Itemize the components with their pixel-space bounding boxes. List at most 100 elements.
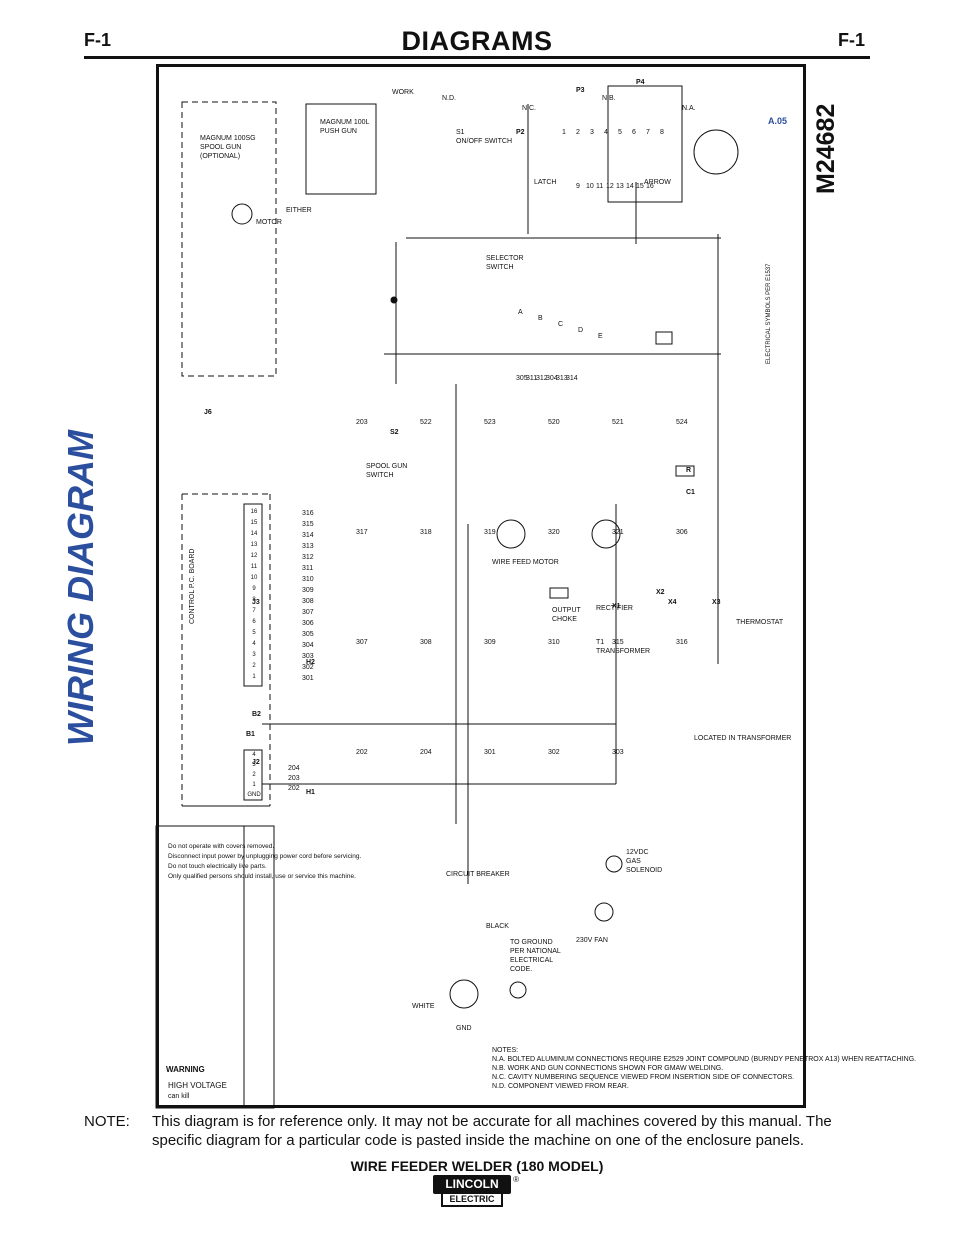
selector-switch-label: SWITCH	[486, 264, 514, 271]
connector-j3-label: J3	[252, 599, 260, 606]
wire-number: 303	[612, 749, 624, 756]
warning-hazard: HIGH VOLTAGE	[168, 1081, 227, 1090]
connector-p2-label: P2	[516, 129, 525, 136]
j2-wire: 202	[288, 785, 300, 792]
fan-label: 230V FAN	[576, 937, 608, 944]
j3-pin: 6	[252, 619, 256, 625]
connector-j6-label: J6	[204, 409, 212, 416]
wire-number: 524	[676, 419, 688, 426]
j3-wire: 311	[302, 565, 313, 572]
j3-wire: 301	[302, 675, 314, 682]
j3-wire: 302	[302, 664, 314, 671]
j3-wire: 314	[302, 532, 314, 539]
note-label: NOTE:	[84, 1113, 130, 1130]
wire-number: 318	[420, 529, 432, 536]
spool-gun-switch-label: SPOOL GUN	[366, 463, 407, 470]
diagram-title: WIRING DIAGRAM	[60, 430, 101, 746]
wire-number: 319	[484, 529, 496, 536]
black-wire-label: BLACK	[486, 923, 509, 930]
j3-wire: 312	[302, 554, 314, 561]
diagram-note: N.C. CAVITY NUMBERING SEQUENCE VIEWED FR…	[492, 1074, 794, 1081]
spool-gun-label: MAGNUM 100SG	[200, 135, 256, 142]
j2-wire: 203	[288, 775, 300, 782]
connector-x4-label: X4	[668, 599, 677, 606]
selector-switch-label: SELECTOR	[486, 255, 524, 262]
p3-pin: 14	[626, 183, 634, 190]
solenoid-label: SOLENOID	[626, 867, 662, 874]
j3-wire: 305	[302, 631, 314, 638]
connector-j2-label: J2	[252, 759, 260, 766]
contact-label: N.B.	[602, 95, 616, 102]
ground-note-label: PER NATIONAL	[510, 948, 561, 955]
solenoid-label: GAS	[626, 858, 641, 865]
located-in-transformer-label: LOCATED IN TRANSFORMER	[694, 735, 791, 742]
j2-pin: GND	[247, 792, 261, 798]
p3-pin: 16	[646, 183, 654, 190]
rectifier-label: RECTIFIER	[596, 605, 633, 612]
model-title: WIRE FEEDER WELDER (180 MODEL)	[350, 1158, 604, 1174]
contact-label: N.C.	[522, 105, 536, 112]
connector-b1-label: B1	[246, 731, 255, 738]
p3-pin: 15	[636, 183, 644, 190]
connector-c1-label: C1	[686, 489, 695, 496]
wire-number: 520	[548, 419, 560, 426]
contact-label: N.D.	[442, 95, 456, 102]
j3-pin: 16	[251, 509, 258, 515]
revision-label: A.05	[768, 116, 787, 126]
arrow-label: ARROW	[644, 179, 671, 186]
connector-b2-label: B2	[252, 711, 261, 718]
j3-pin: 5	[252, 630, 256, 636]
j3-wire: 306	[302, 620, 314, 627]
push-gun-label: MAGNUM 100L	[320, 119, 370, 126]
connector-h2-label: H2	[306, 659, 315, 666]
ground-note-label: ELECTRICAL	[510, 957, 553, 964]
p4-wire: 313	[556, 375, 568, 382]
p4-wire: 311	[526, 375, 537, 382]
symbols-note: ELECTRICAL SYMBOLS PER E1537	[766, 263, 772, 364]
j3-wire: 315	[302, 521, 314, 528]
transformer-label: TRANSFORMER	[596, 648, 650, 655]
j3-pin: 9	[252, 586, 256, 592]
j3-pin: 15	[251, 520, 258, 526]
connector-r-label: R	[686, 467, 691, 474]
on-off-switch-label: S1	[456, 129, 465, 136]
selector-position: B	[538, 315, 543, 322]
spool-gun-switch-label: SWITCH	[366, 472, 394, 479]
connector-s2-label: S2	[390, 429, 399, 436]
wire-number: 202	[356, 749, 368, 756]
logo-brand: LINCOLN	[433, 1175, 511, 1194]
page-number-right: F-1	[838, 30, 865, 50]
lincoln-electric-logo: LINCOLN ELECTRIC ®	[433, 1175, 519, 1207]
wire-feed-motor-label: WIRE FEED MOTOR	[492, 559, 559, 566]
j2-pin: 4	[252, 752, 256, 758]
wire-number: 522	[420, 419, 432, 426]
j3-wire: 313	[302, 543, 314, 550]
wire-number: 523	[484, 419, 496, 426]
work-label: WORK	[392, 89, 414, 96]
j2-wire: 204	[288, 765, 300, 772]
page-number-left: F-1	[84, 30, 111, 50]
warning-item: Do not touch electrically live parts.	[168, 863, 267, 870]
selector-position: D	[578, 327, 583, 334]
wire-number: 306	[676, 529, 688, 536]
wire-number: 320	[548, 529, 560, 536]
warning-hazard-sub: can kill	[168, 1093, 190, 1100]
diagram-note: NOTES:	[492, 1047, 518, 1054]
p4-wire: 305	[516, 375, 528, 382]
j3-wire: 307	[302, 609, 314, 616]
solenoid-label: 12VDC	[626, 849, 649, 856]
j3-pin: 12	[251, 553, 258, 559]
motor-label: MOTOR	[256, 219, 282, 226]
p3-pin: 12	[606, 183, 614, 190]
white-wire-label: WHITE	[412, 1003, 435, 1010]
connector-x3-label: X3	[712, 599, 721, 606]
wire-number: 308	[420, 639, 432, 646]
warning-item: Disconnect input power by unplugging pow…	[168, 853, 361, 860]
j3-pin: 7	[252, 608, 256, 614]
j3-pin: 11	[251, 564, 258, 570]
p3-pin: 11	[596, 183, 603, 190]
connector-x1-label: X1	[612, 603, 621, 610]
j3-wire: 304	[302, 642, 314, 649]
contact-label: N.A.	[682, 105, 696, 112]
header-rule	[84, 56, 870, 59]
